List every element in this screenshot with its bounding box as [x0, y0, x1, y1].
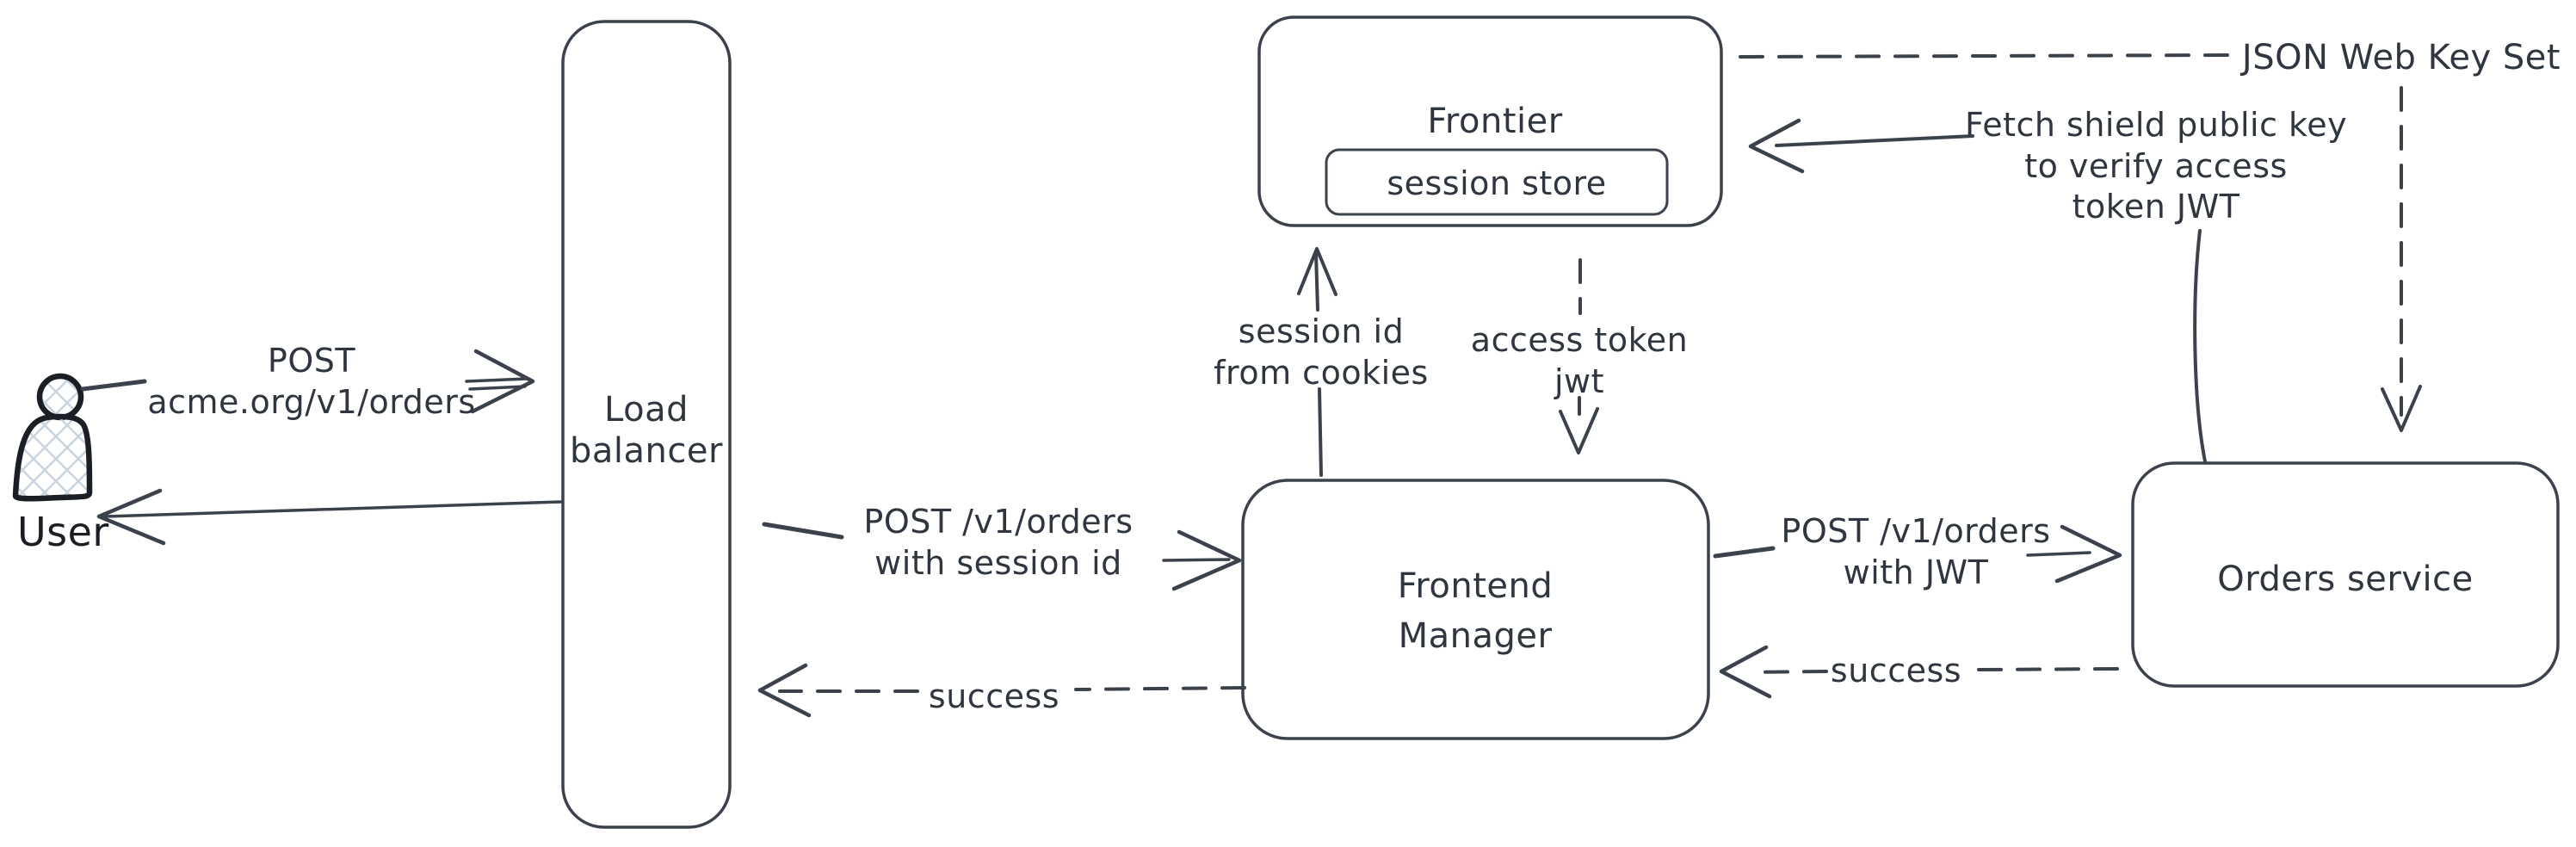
edge-load-balancer-to-user — [96, 488, 563, 546]
edge-label-post-session-id: POST /v1/orders with session id — [863, 503, 1134, 582]
arrowhead-left-icon — [1748, 118, 1805, 174]
arrowhead-left-icon — [1719, 645, 1772, 699]
arrowhead-right-icon — [470, 349, 535, 414]
frontend-manager-box — [1241, 479, 1710, 740]
arrowhead-left-icon — [96, 488, 166, 546]
edge-frontend-manager-to-orders-service — [1713, 524, 2122, 584]
edge-jwks-to-orders-service — [2381, 86, 2422, 432]
jwks-label: JSON Web Key Set — [2241, 38, 2561, 77]
orders-service-box — [2131, 461, 2560, 688]
edge-label-access-token-jwt: access token jwt — [1470, 321, 1689, 400]
person-head — [36, 373, 84, 421]
arrowhead-down-icon — [1559, 407, 1599, 454]
person-icon — [12, 373, 93, 502]
frontier-label: Frontier — [1427, 102, 1563, 141]
frontier-box — [1257, 15, 1723, 227]
arrowhead-right-icon — [2054, 524, 2122, 584]
edge-user-to-load-balancer — [80, 349, 535, 414]
arrowhead-up-icon — [1297, 247, 1337, 296]
edge-label-session-id-cookies: session id from cookies — [1214, 312, 1429, 392]
edge-frontend-manager-to-frontier — [1297, 247, 1337, 477]
edge-label-fetch-public-key: Fetch shield public key to verify access… — [1964, 106, 2348, 226]
session-store-label: session store — [1387, 164, 1607, 202]
edge-frontier-to-jwks — [1739, 53, 2233, 59]
load-balancer-box — [561, 20, 732, 829]
edge-load-balancer-to-frontend-manager — [762, 522, 1242, 591]
person-body — [12, 413, 93, 502]
edge-orders-service-to-frontend-manager — [1719, 645, 2119, 699]
session-store-box — [1325, 148, 1669, 216]
edge-frontend-manager-to-load-balancer — [757, 663, 1246, 718]
edge-frontier-to-frontend-manager — [1559, 258, 1599, 454]
arrowhead-right-icon — [1171, 529, 1242, 591]
arrowhead-left-icon — [757, 663, 812, 718]
edge-orders-service-to-frontier — [1748, 118, 2207, 463]
arrowhead-down-icon — [2381, 385, 2422, 432]
edge-label-post-acme: POST acme.org/v1/orders — [147, 342, 476, 421]
user-label: User — [17, 509, 109, 555]
orders-service-label: Orders service — [2217, 560, 2474, 599]
frontend-manager-label: Frontend Manager — [1397, 566, 1554, 656]
edge-label-success-right: success — [1830, 652, 1962, 689]
edge-label-post-jwt: POST /v1/orders with JWT — [1781, 512, 2051, 591]
load-balancer-label: Load balancer — [570, 390, 723, 471]
edge-label-success-left: success — [928, 677, 1060, 715]
